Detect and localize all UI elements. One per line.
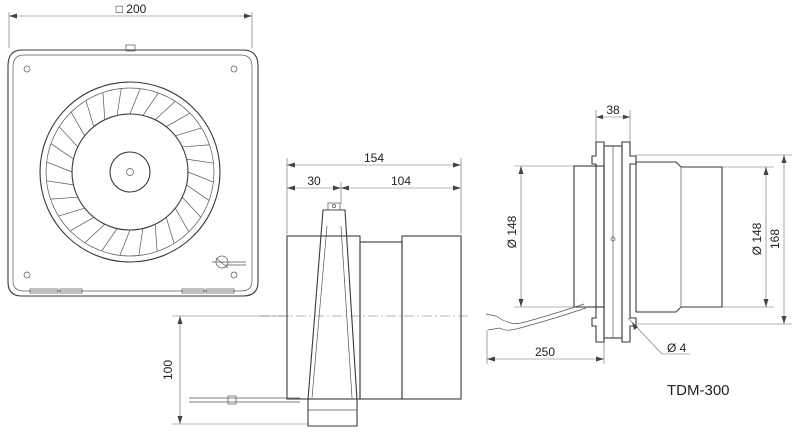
mount-cable: [495, 303, 585, 324]
cable-length-dimension: 250: [535, 345, 555, 359]
duct-part-dimension: 104: [391, 174, 411, 188]
louver-blade: [119, 229, 131, 256]
overall-length-dimension: 154: [364, 151, 384, 165]
louver-blade: [69, 216, 94, 232]
height-dimension: 100: [161, 360, 175, 380]
side-view: 154 30 104 100: [161, 151, 470, 427]
louver-blade: [165, 217, 175, 244]
louver-blade: [50, 143, 74, 160]
louver-blade: [46, 161, 73, 173]
louver-blade: [129, 88, 141, 115]
louver-blade: [182, 144, 210, 148]
outlet-duct: [635, 161, 723, 313]
louver-blade: [84, 224, 106, 244]
louver-blade: [101, 228, 118, 252]
fan-hub: [109, 151, 151, 193]
louver-blade: [154, 224, 158, 252]
louver-blade: [50, 196, 78, 200]
louver-blade: [186, 184, 210, 201]
front-plate: [7, 49, 259, 297]
louver-blade: [58, 207, 85, 217]
model-label: TDM-300: [667, 382, 730, 399]
inlet-duct: [573, 165, 605, 308]
louver-blade: [70, 111, 86, 136]
louver-blade: [138, 228, 144, 256]
inlet-diameter-dimension: Ø 148: [505, 215, 519, 248]
louver-outer-ring: [39, 81, 221, 263]
front-part-dimension: 30: [307, 174, 321, 188]
louver-blade: [85, 100, 95, 127]
front-width-dimension: □ 200: [116, 2, 147, 16]
louver-blade: [142, 92, 159, 116]
louver-blade: [166, 112, 191, 128]
front-view: □ 200: [7, 2, 259, 297]
louver-blades: [46, 88, 214, 256]
flange-width-dimension: 38: [606, 103, 620, 117]
flange-height-dimension: 168: [768, 229, 782, 249]
front-plate-profile: [307, 209, 358, 427]
mount-view: 38 Ø 148 Ø 148 168: [485, 103, 792, 364]
louver-blade: [175, 127, 202, 137]
duct-spigot: [359, 241, 403, 400]
louver-blade: [46, 180, 74, 186]
louver-blade: [182, 196, 202, 218]
louver-blade: [102, 92, 106, 120]
louver-blade: [58, 126, 78, 148]
mounting-flange: [591, 141, 605, 343]
outlet-diameter-dimension: Ø 148: [750, 222, 764, 255]
louver-blade: [154, 100, 176, 120]
louver-blade: [116, 88, 122, 116]
hole-diameter-dimension: Ø 4: [667, 341, 687, 355]
louver-blade: [186, 158, 214, 164]
fan-body: [286, 235, 361, 400]
pull-cord-switch: [212, 255, 246, 269]
louver-blade: [187, 171, 214, 183]
louver-blade: [174, 208, 190, 233]
